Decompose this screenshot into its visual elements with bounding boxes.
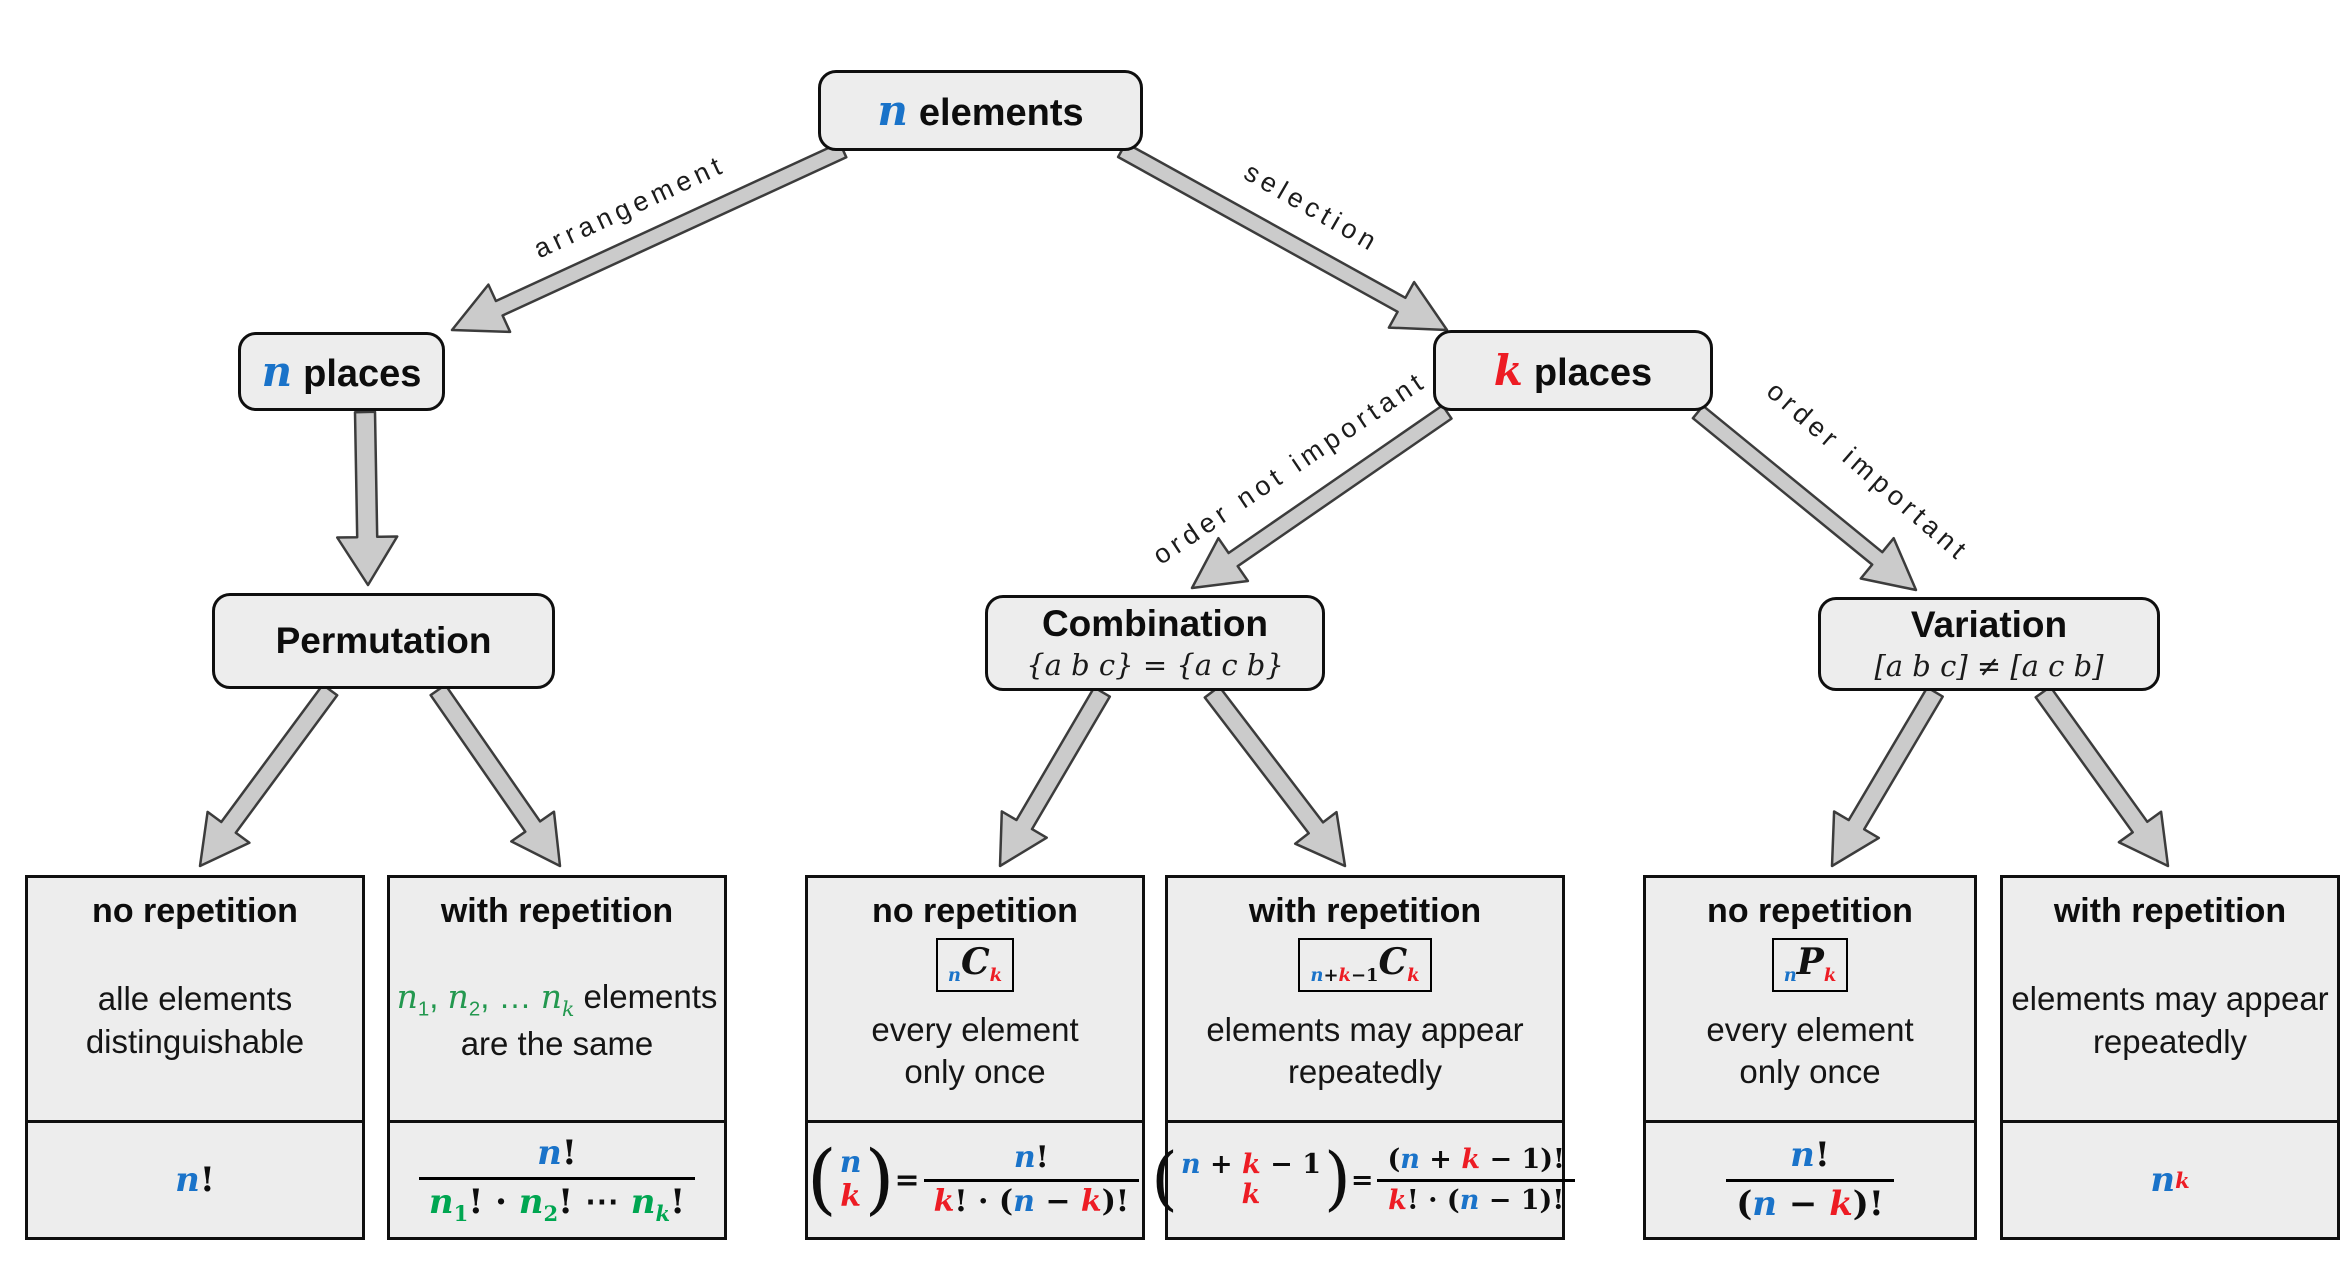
var-n: n (877, 86, 908, 135)
flow-arrow (998, 686, 1112, 868)
formula-n-factorial: n! (175, 1160, 215, 1200)
combination-example: {a b c} = {a c b} (1026, 648, 1284, 683)
flow-arrow (1830, 686, 1944, 868)
flow-arrow (335, 410, 399, 587)
flow-arrow (198, 683, 339, 868)
flow-arrow (429, 683, 562, 868)
flow-arrow (1691, 404, 1918, 592)
flow-arrow (1116, 141, 1449, 332)
node-n-elements: n elements (818, 70, 1143, 151)
node-permutation: Permutation (212, 593, 555, 689)
node-n-places-text: n places (261, 347, 422, 396)
flow-arrow (450, 141, 848, 334)
leaf-combination-with-repetition: with repetition n+k−1Ck elements may app… (1151, 875, 1575, 1240)
formula-multiset-permutation: n!n1! · n2! ⋯ nk! (390, 1123, 724, 1237)
var-n: n (261, 347, 293, 396)
symbol-n-plus-k-minus-1-C-k: n+k−1Ck (1298, 938, 1432, 993)
variation-example: [a b c] ≠ [a c b] (1874, 649, 2104, 684)
symbol-nPk: nPk (1771, 938, 1849, 993)
symbol-nCk: nCk (935, 938, 1015, 993)
node-n-places: n places (238, 332, 445, 411)
node-k-places: k places (1433, 330, 1713, 411)
var-k: k (1493, 346, 1523, 395)
node-k-places-text: k places (1493, 346, 1653, 395)
node-n-elements-text: n elements (877, 86, 1084, 135)
formula-k-permutation: n!(n − k)! (1646, 1123, 1974, 1237)
node-variation: Variation [a b c] ≠ [a c b] (1818, 597, 2160, 691)
flow-arrow (1190, 404, 1453, 590)
flow-arrow (2034, 685, 2170, 868)
node-combination: Combination {a b c} = {a c b} (985, 595, 1325, 691)
flow-arrow (1203, 685, 1347, 868)
leaf-upper: with repetition n+k−1Ck elements may app… (1168, 878, 1562, 1123)
